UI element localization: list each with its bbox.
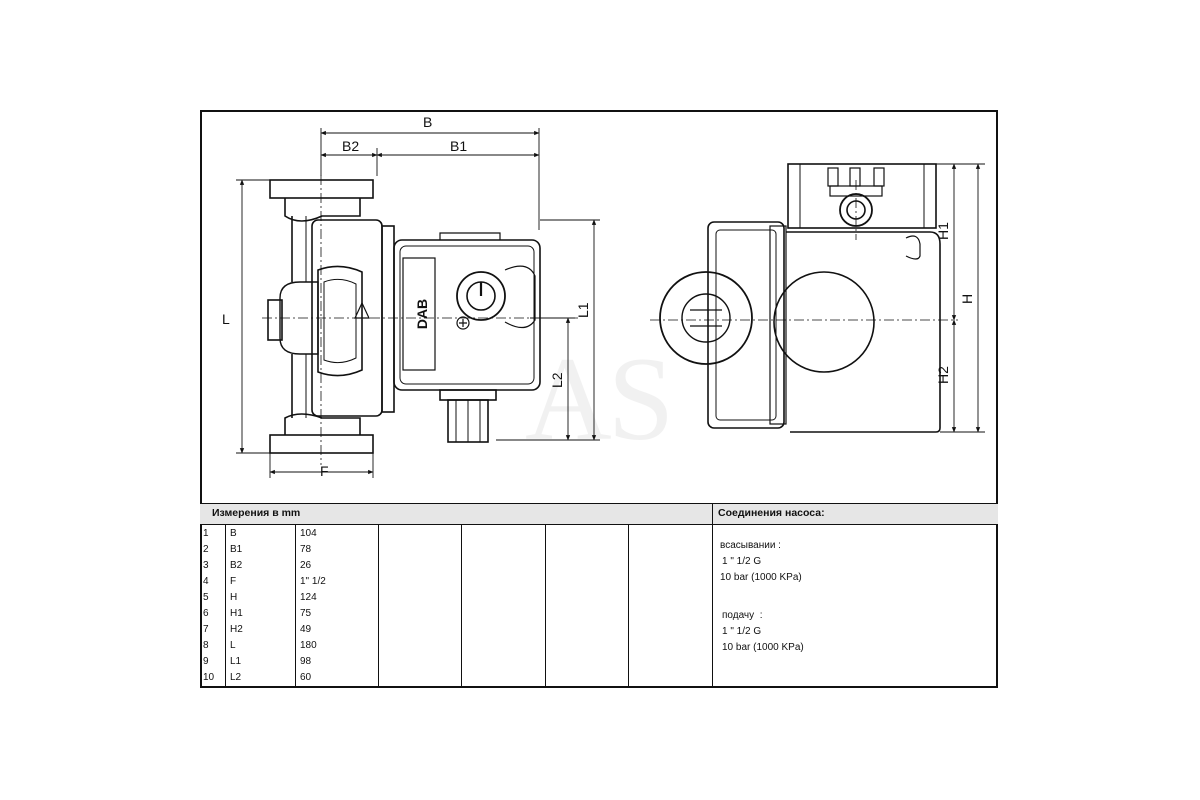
table-divider [712, 503, 713, 688]
dim-name: H [230, 592, 238, 603]
drawing-sheet [200, 110, 998, 688]
dim-label-l1: L1 [575, 302, 591, 318]
dim-value: 49 [300, 624, 312, 635]
table-divider [461, 525, 462, 688]
dim-label-l2: L2 [549, 372, 565, 388]
dim-label-f: F [320, 463, 329, 479]
dim-value: 104 [300, 528, 317, 539]
dim-value: 60 [300, 672, 312, 683]
suction-label: всасывании : [720, 540, 781, 551]
row-number: 9 [203, 656, 209, 667]
dim-value: 180 [300, 640, 317, 651]
dim-value: 78 [300, 544, 312, 555]
row-number: 4 [203, 576, 209, 587]
brand-logo: DAB [414, 299, 430, 329]
front-view [267, 179, 541, 454]
side-view [659, 163, 941, 433]
row-number: 6 [203, 608, 209, 619]
table-divider [628, 525, 629, 688]
connections-header: Соединения насоса: [718, 507, 825, 519]
row-number: 3 [203, 560, 209, 571]
row-number: 5 [203, 592, 209, 603]
dim-value: 98 [300, 656, 312, 667]
table-divider [225, 525, 226, 688]
dim-value: 75 [300, 608, 312, 619]
table-divider [295, 525, 296, 688]
suction-pressure: 10 bar (1000 KPa) [720, 572, 802, 583]
dim-name: L2 [230, 672, 242, 683]
dim-name: L1 [230, 656, 242, 667]
dim-name: B2 [230, 560, 243, 571]
dim-label-h2: H2 [935, 366, 951, 384]
discharge-pressure: 10 bar (1000 KPa) [722, 642, 804, 653]
dim-label-b: B [423, 114, 432, 130]
dim-label-b1: B1 [450, 138, 467, 154]
row-number: 10 [203, 672, 215, 683]
dim-label-l: L [222, 311, 230, 327]
table-header: Измерения в mm Соединения насоса: [200, 503, 998, 525]
row-number: 7 [203, 624, 209, 635]
dim-value: 26 [300, 560, 312, 571]
suction-size: 1 " 1/2 G [722, 556, 762, 567]
row-number: 1 [203, 528, 209, 539]
table-divider [378, 525, 379, 688]
dim-name: B1 [230, 544, 243, 555]
discharge-size: 1 " 1/2 G [722, 626, 762, 637]
dim-name: B [230, 528, 237, 539]
dim-name: H1 [230, 608, 243, 619]
dim-label-h: H [959, 294, 975, 304]
row-number: 2 [203, 544, 209, 555]
discharge-label: подачу : [722, 610, 763, 621]
dimensions-header: Измерения в mm [212, 507, 301, 519]
dim-value: 124 [300, 592, 317, 603]
table-divider [545, 525, 546, 688]
dim-name: F [230, 576, 237, 587]
dim-label-h1: H1 [935, 222, 951, 240]
row-number: 8 [203, 640, 209, 651]
dim-name: L [230, 640, 236, 651]
watermark: AS [525, 332, 674, 465]
dim-value: 1" 1/2 [300, 576, 326, 587]
dim-name: H2 [230, 624, 243, 635]
dim-label-b2: B2 [342, 138, 359, 154]
